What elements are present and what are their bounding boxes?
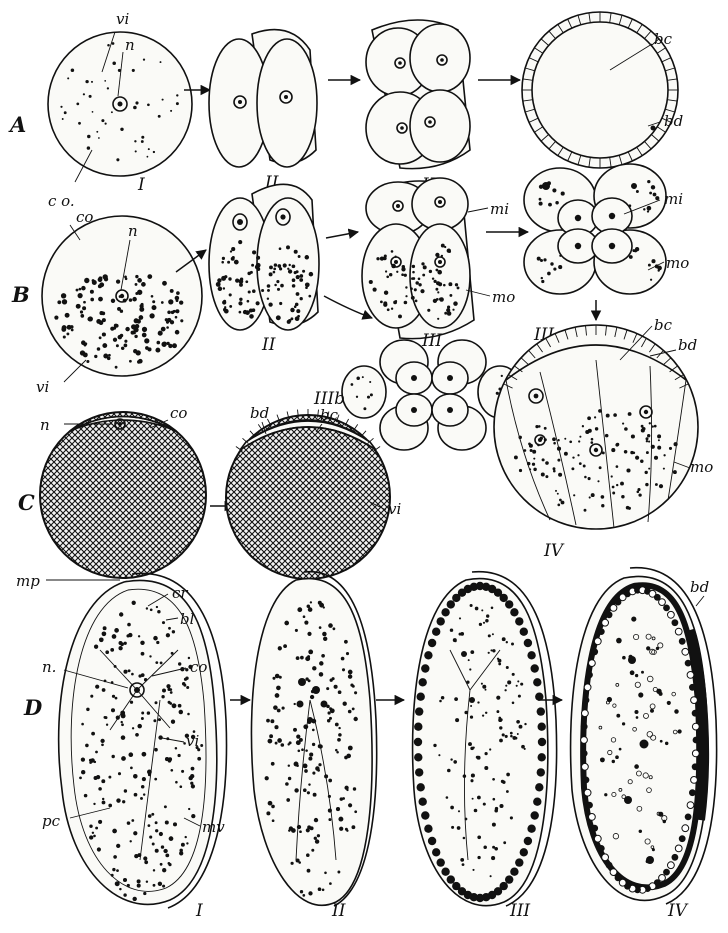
row-d-stage-iii-insect-egg — [413, 572, 557, 906]
label-co: c o. — [48, 192, 75, 210]
label-vi: vi — [36, 378, 49, 396]
arrow — [326, 232, 358, 238]
label-bd: bd — [250, 404, 269, 422]
label-mo: mo — [690, 458, 713, 476]
row-b-stage-iiia-top-view — [524, 164, 666, 294]
row-b-stage-ii-two-cell — [209, 184, 319, 330]
row-d-stage-i-insect-egg — [59, 573, 227, 908]
label-vi: vi — [116, 10, 129, 28]
stage-label-d-iii: III — [509, 901, 530, 921]
row-a-stage-i-egg — [48, 32, 192, 182]
label-vi: vi — [388, 500, 401, 518]
label-n: n — [128, 222, 138, 240]
stage-label-d-ii: II — [331, 901, 346, 921]
label-co: co — [170, 404, 187, 422]
label-mi: mi — [490, 200, 509, 218]
label-pc: pc — [42, 812, 61, 830]
row-label-a: A — [8, 112, 26, 137]
row-a-stage-iii-eight-cell — [366, 20, 470, 169]
row-c-stage-ii-discoblastula — [226, 409, 390, 579]
row-c-stage-i-yolky-egg — [40, 412, 206, 578]
label-bl: bl — [180, 610, 195, 628]
stage-label-b-ii: II — [261, 335, 276, 355]
row-b-stage-iv-blastula — [494, 325, 698, 529]
row-b-stage-iii-eight-cell — [362, 178, 474, 339]
stage-label-d-iv: IV — [667, 901, 689, 921]
row-d-stage-iv-insect-egg — [571, 568, 717, 904]
stage-label-b-iv: IV — [543, 541, 565, 561]
row-label-d: D — [23, 695, 43, 720]
label-mo: mo — [492, 288, 515, 306]
label-mo: mo — [666, 254, 689, 272]
label-bd: bd — [690, 578, 709, 596]
label-cr: cr — [172, 584, 188, 602]
label-mp: mp — [16, 572, 40, 590]
stage-label-b-iii: III — [421, 331, 442, 351]
row-d-stage-ii-insect-egg — [251, 572, 376, 906]
label-vi: vi — [186, 732, 199, 750]
stage-label-d-i: I — [195, 901, 203, 921]
stage-label-a-i: I — [137, 175, 145, 195]
label-mi: mi — [664, 190, 683, 208]
label-bd: bd — [664, 112, 683, 130]
label-co: co — [190, 658, 207, 676]
row-b-stage-i-egg — [42, 216, 202, 382]
row-label-b: B — [11, 282, 30, 307]
label-bc: bc — [654, 30, 673, 48]
label-n: n — [125, 36, 135, 54]
label-co: co — [76, 208, 93, 226]
label-n: n — [40, 416, 50, 434]
label-bc: bc — [654, 316, 673, 334]
row-a-stage-ii-two-cell — [209, 30, 317, 167]
label-n-dot: n. — [42, 658, 56, 676]
label-bc: bc — [320, 406, 339, 424]
label-mv: mv — [202, 818, 225, 836]
label-bd: bd — [678, 336, 697, 354]
